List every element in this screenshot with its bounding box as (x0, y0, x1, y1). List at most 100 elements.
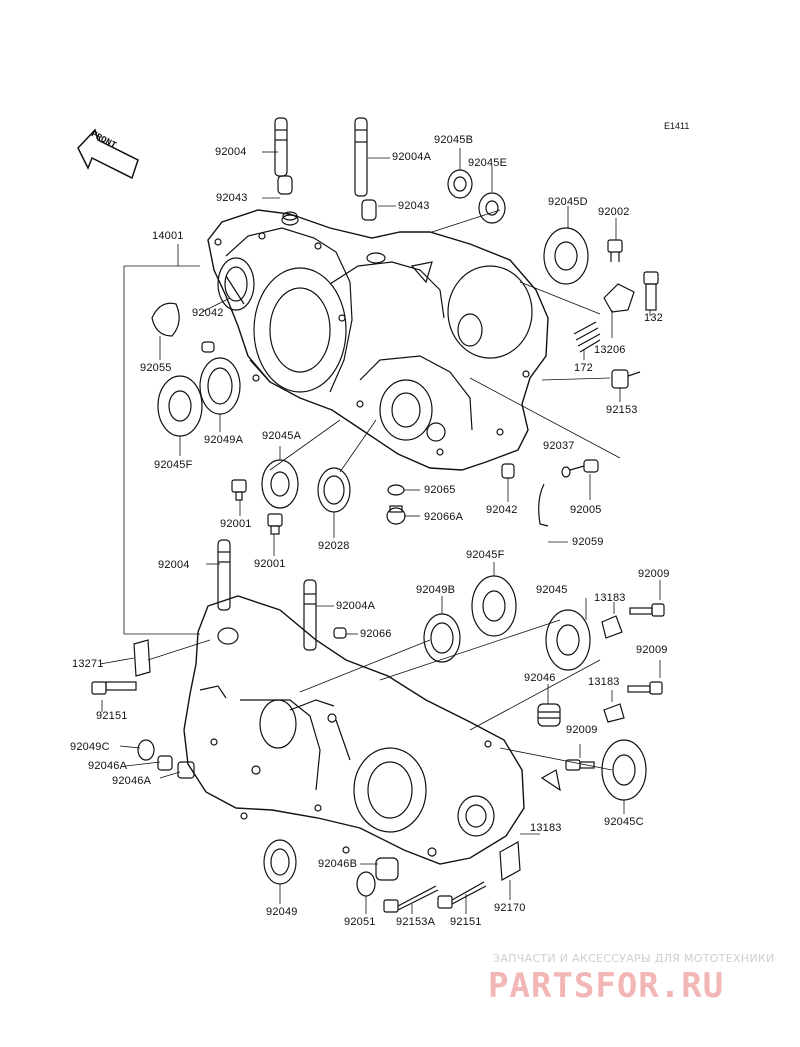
bearing-92046 (537, 703, 561, 727)
label-13183-a: 13183 (594, 592, 626, 604)
seal-92028 (317, 467, 351, 513)
label-92066: 92066 (360, 628, 392, 640)
label-92042-a: 92042 (192, 307, 224, 319)
label-92051: 92051 (344, 916, 376, 928)
bearing-92045B (447, 169, 473, 199)
hose-92059 (538, 483, 549, 527)
bearing-92045F-top (157, 375, 203, 437)
bearing-92046B (375, 857, 399, 881)
seal-92049C (137, 739, 155, 761)
label-92028: 92028 (318, 540, 350, 552)
front-arrow-icon (77, 128, 139, 180)
label-92046B: 92046B (318, 858, 358, 870)
label-92004A-bottom: 92004A (336, 600, 376, 612)
label-132: 132 (644, 312, 663, 324)
label-92009-b: 92009 (636, 644, 668, 656)
label-92045: 92045 (536, 584, 568, 596)
bracket-13271 (133, 639, 151, 677)
label-92055: 92055 (140, 362, 172, 374)
bearing-92046A-b (177, 761, 195, 779)
reference-code: E1411 (664, 121, 690, 131)
label-92046A-a: 92046A (88, 760, 128, 772)
label-92005: 92005 (570, 504, 602, 516)
label-92065: 92065 (424, 484, 456, 496)
label-92001-b: 92001 (254, 558, 286, 570)
spring-172 (573, 321, 601, 353)
bearing-92045C (601, 739, 647, 801)
label-92045A: 92045A (262, 430, 302, 442)
label-92042-b: 92042 (486, 504, 518, 516)
label-92049B: 92049B (416, 584, 456, 596)
label-92004-bottom: 92004 (158, 559, 190, 571)
bolt-92151-bottom (437, 881, 487, 909)
pin-92042-top (201, 341, 215, 353)
bolt-92151-left (91, 681, 137, 695)
label-92043-a: 92043 (216, 192, 248, 204)
label-92153A: 92153A (396, 916, 436, 928)
label-92009-a: 92009 (638, 568, 670, 580)
bearing-92046A-a (157, 755, 173, 771)
label-92046A-b: 92046A (112, 775, 152, 787)
label-92045C: 92045C (604, 816, 644, 828)
label-13183-c: 13183 (530, 822, 562, 834)
bolt-92001-b (267, 513, 283, 535)
label-13271: 13271 (72, 658, 104, 670)
label-92059: 92059 (572, 536, 604, 548)
leader-lines (99, 148, 661, 914)
label-92045F-a: 92045F (154, 459, 193, 471)
bearing-92045F-bottom (471, 575, 517, 637)
plug-92153 (611, 369, 641, 389)
label-92045E: 92045E (468, 157, 508, 169)
stud-92004A-bottom (303, 579, 317, 651)
pin-92066 (333, 627, 347, 639)
stud-92004-bottom (217, 539, 231, 611)
bolt-92009-a (629, 603, 665, 617)
fitting-92005 (561, 459, 599, 478)
label-92001-a: 92001 (220, 518, 252, 530)
bolt-132 (643, 271, 659, 311)
label-92151-a: 92151 (96, 710, 128, 722)
plate-92170 (499, 841, 521, 881)
bearing-92045D (543, 227, 589, 285)
stud-92004A-top (354, 117, 377, 221)
washer-92065 (387, 484, 405, 496)
pin-92042-right (501, 463, 515, 479)
label-92170: 92170 (494, 902, 526, 914)
label-92004-top: 92004 (215, 146, 247, 158)
label-14001: 14001 (152, 230, 184, 242)
label-92045D: 92045D (548, 196, 588, 208)
label-92049: 92049 (266, 906, 298, 918)
seal-92049A (199, 357, 241, 415)
lower-crankcase (183, 595, 525, 865)
label-92046: 92046 (524, 672, 556, 684)
seal-92049 (263, 839, 297, 885)
watermark-tagline: ЗАПЧАСТИ И АКСЕССУАРЫ ДЛЯ МОТОТЕХНИКИ (493, 952, 775, 965)
plate-13183-b (603, 703, 625, 723)
bearing-92045A (261, 459, 299, 509)
label-92049A: 92049A (204, 434, 244, 446)
label-92045B: 92045B (434, 134, 474, 146)
bolt-92001-a (231, 479, 247, 501)
label-13183-b: 13183 (588, 676, 620, 688)
label-92002: 92002 (598, 206, 630, 218)
watermark-logo: PARTSFOR.RU (488, 966, 725, 1006)
stud-92004-top (274, 117, 298, 221)
bearing-92045E (478, 192, 506, 224)
oring-92055 (151, 302, 180, 337)
label-172: 172 (574, 362, 593, 374)
bearing-92045 (545, 609, 591, 671)
bolt-92009-b (627, 681, 663, 695)
label-92049C: 92049C (70, 741, 110, 753)
label-92153: 92153 (606, 404, 638, 416)
collar-92051 (356, 871, 376, 897)
plug-92066A (386, 505, 406, 525)
upper-crankcase (207, 209, 549, 471)
screw-92002 (607, 239, 623, 262)
label-92043-b: 92043 (398, 200, 430, 212)
label-92037: 92037 (543, 440, 575, 452)
label-92045F-b: 92045F (466, 549, 505, 561)
bolt-92153A (383, 885, 439, 913)
bolt-92009-c (540, 759, 595, 792)
